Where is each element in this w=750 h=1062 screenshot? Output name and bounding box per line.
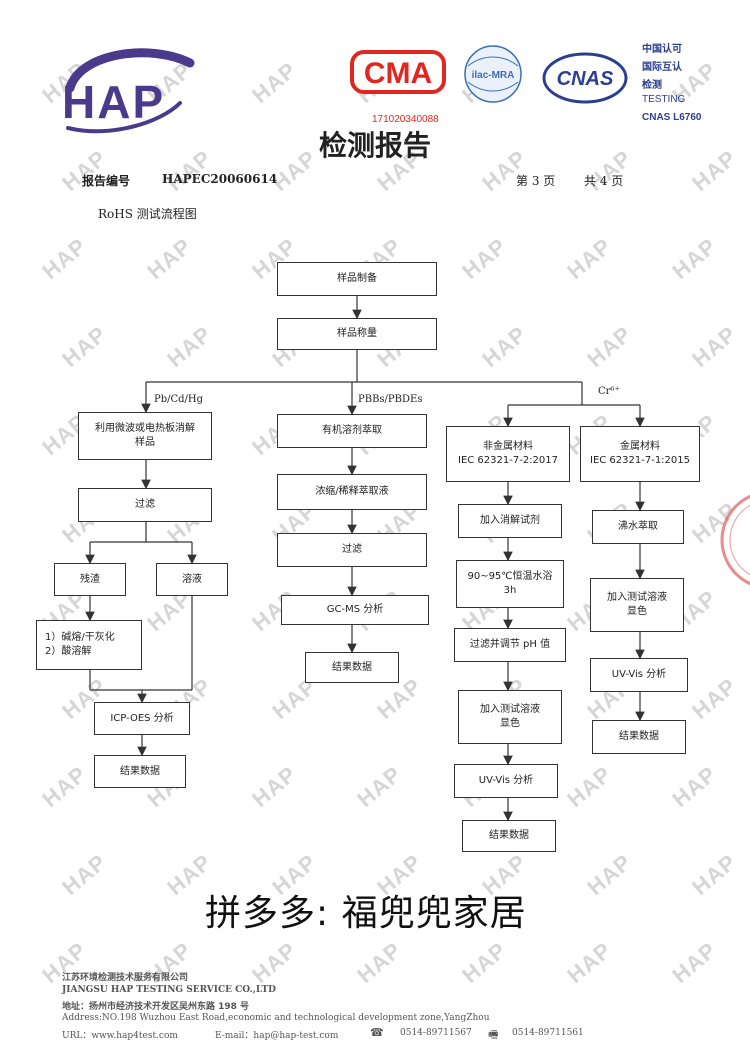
step-icp-oes: ICP-OES 分析 bbox=[94, 702, 190, 735]
cnas-line: TESTING bbox=[642, 94, 686, 105]
step-uv-vis: UV-Vis 分析 bbox=[590, 658, 688, 692]
red-seal-stamp bbox=[720, 494, 750, 586]
hap-logo-swoosh bbox=[65, 48, 195, 134]
step-add-reagent: 加入测试溶液 显色 bbox=[458, 690, 562, 744]
step-add-digest: 加入消解试剂 bbox=[458, 504, 562, 538]
footer-email: E-mail：hap@hap-test.com bbox=[215, 1031, 339, 1041]
footer-address-cn: 地址：扬州市经济技术开发区吴州东路 198 号 bbox=[62, 1002, 250, 1012]
step-concentrate: 浓缩/稀释萃取液 bbox=[277, 474, 427, 510]
page-total: 共 4 页 bbox=[584, 174, 624, 188]
step-sample-weigh: 样品称量 bbox=[277, 318, 437, 350]
page-number: 第 3 页 bbox=[516, 174, 556, 188]
report-title: 检测报告 bbox=[318, 129, 431, 162]
cnas-logo: CNAS bbox=[542, 52, 628, 104]
step-digest: 利用微波或电热板消解 样品 bbox=[78, 412, 212, 460]
ilac-mra-logo: ilac-MRA bbox=[464, 45, 522, 103]
report-number: HAPEC20060614 bbox=[162, 172, 278, 186]
svg-text:ilac-MRA: ilac-MRA bbox=[472, 70, 515, 81]
step-filter: 过滤 bbox=[277, 533, 427, 567]
fax-icon: 🖷 bbox=[488, 1028, 499, 1041]
step-result: 结果数据 bbox=[94, 755, 186, 788]
step-filter: 过滤 bbox=[78, 488, 212, 522]
step-solution: 溶液 bbox=[156, 563, 228, 596]
step-filter-ph: 过滤并调节 pH 值 bbox=[454, 628, 566, 662]
flowchart-subtitle: RoHS 测试流程图 bbox=[98, 207, 197, 221]
step-uv-vis: UV-Vis 分析 bbox=[454, 764, 558, 798]
step-gc-ms: GC-MS 分析 bbox=[281, 595, 429, 625]
footer-url: URL：www.hap4test.com bbox=[62, 1031, 178, 1041]
cnas-line: 国际互认 bbox=[642, 62, 682, 73]
cma-cert-number: 171020340088 bbox=[372, 114, 439, 125]
footer-company-en: JIANGSU HAP TESTING SERVICE CO.,LTD bbox=[62, 985, 276, 995]
cnas-line: CNAS L6760 bbox=[642, 112, 702, 123]
phone-icon: ☎ bbox=[370, 1026, 384, 1039]
step-result: 结果数据 bbox=[305, 652, 399, 683]
hap-logo-text: HAP bbox=[62, 76, 166, 128]
step-add-reagent: 加入测试溶液 显色 bbox=[590, 578, 684, 632]
cnas-line: 检测 bbox=[642, 80, 662, 91]
footer-company-cn: 江苏环境检测技术服务有限公司 bbox=[62, 973, 189, 983]
report-number-label: 报告编号 bbox=[82, 174, 131, 188]
shop-overlay-text: 拼多多: 福兜兜家居 bbox=[205, 893, 527, 934]
step-nonmetal: 非金属材料 IEC 62321-7-2:2017 bbox=[446, 426, 570, 482]
step-residue: 残渣 bbox=[54, 563, 126, 596]
footer-tel: 0514-89711567 bbox=[400, 1028, 472, 1038]
step-boil: 沸水萃取 bbox=[592, 510, 684, 544]
step-sample-prep: 样品制备 bbox=[277, 262, 437, 296]
step-metal: 金属材料 IEC 62321-7-1:2015 bbox=[580, 426, 700, 482]
cnas-line: 中国认可 bbox=[642, 44, 682, 55]
step-extract: 有机溶剂萃取 bbox=[277, 414, 427, 448]
branch-label-cr6: Cr⁶⁺ bbox=[598, 386, 620, 397]
branch-label-pbbs-pbdes: PBBs/PBDEs bbox=[358, 394, 423, 405]
svg-text:CMA: CMA bbox=[364, 57, 432, 90]
step-water-bath: 90~95℃恒温水浴 3h bbox=[456, 560, 564, 608]
footer-address-en: Address:NO.198 Wuzhou East Road,economic… bbox=[62, 1013, 490, 1023]
branch-label-pb-cd-hg: Pb/Cd/Hg bbox=[154, 394, 204, 405]
step-result: 结果数据 bbox=[592, 720, 686, 754]
step-result: 结果数据 bbox=[462, 820, 556, 852]
cma-logo: CMA bbox=[350, 50, 446, 94]
footer-fax: 0514-89711561 bbox=[512, 1028, 584, 1038]
step-fusion: 1）碱熔/干灰化 2）酸溶解 bbox=[36, 620, 142, 670]
svg-text:CNAS: CNAS bbox=[557, 68, 614, 90]
